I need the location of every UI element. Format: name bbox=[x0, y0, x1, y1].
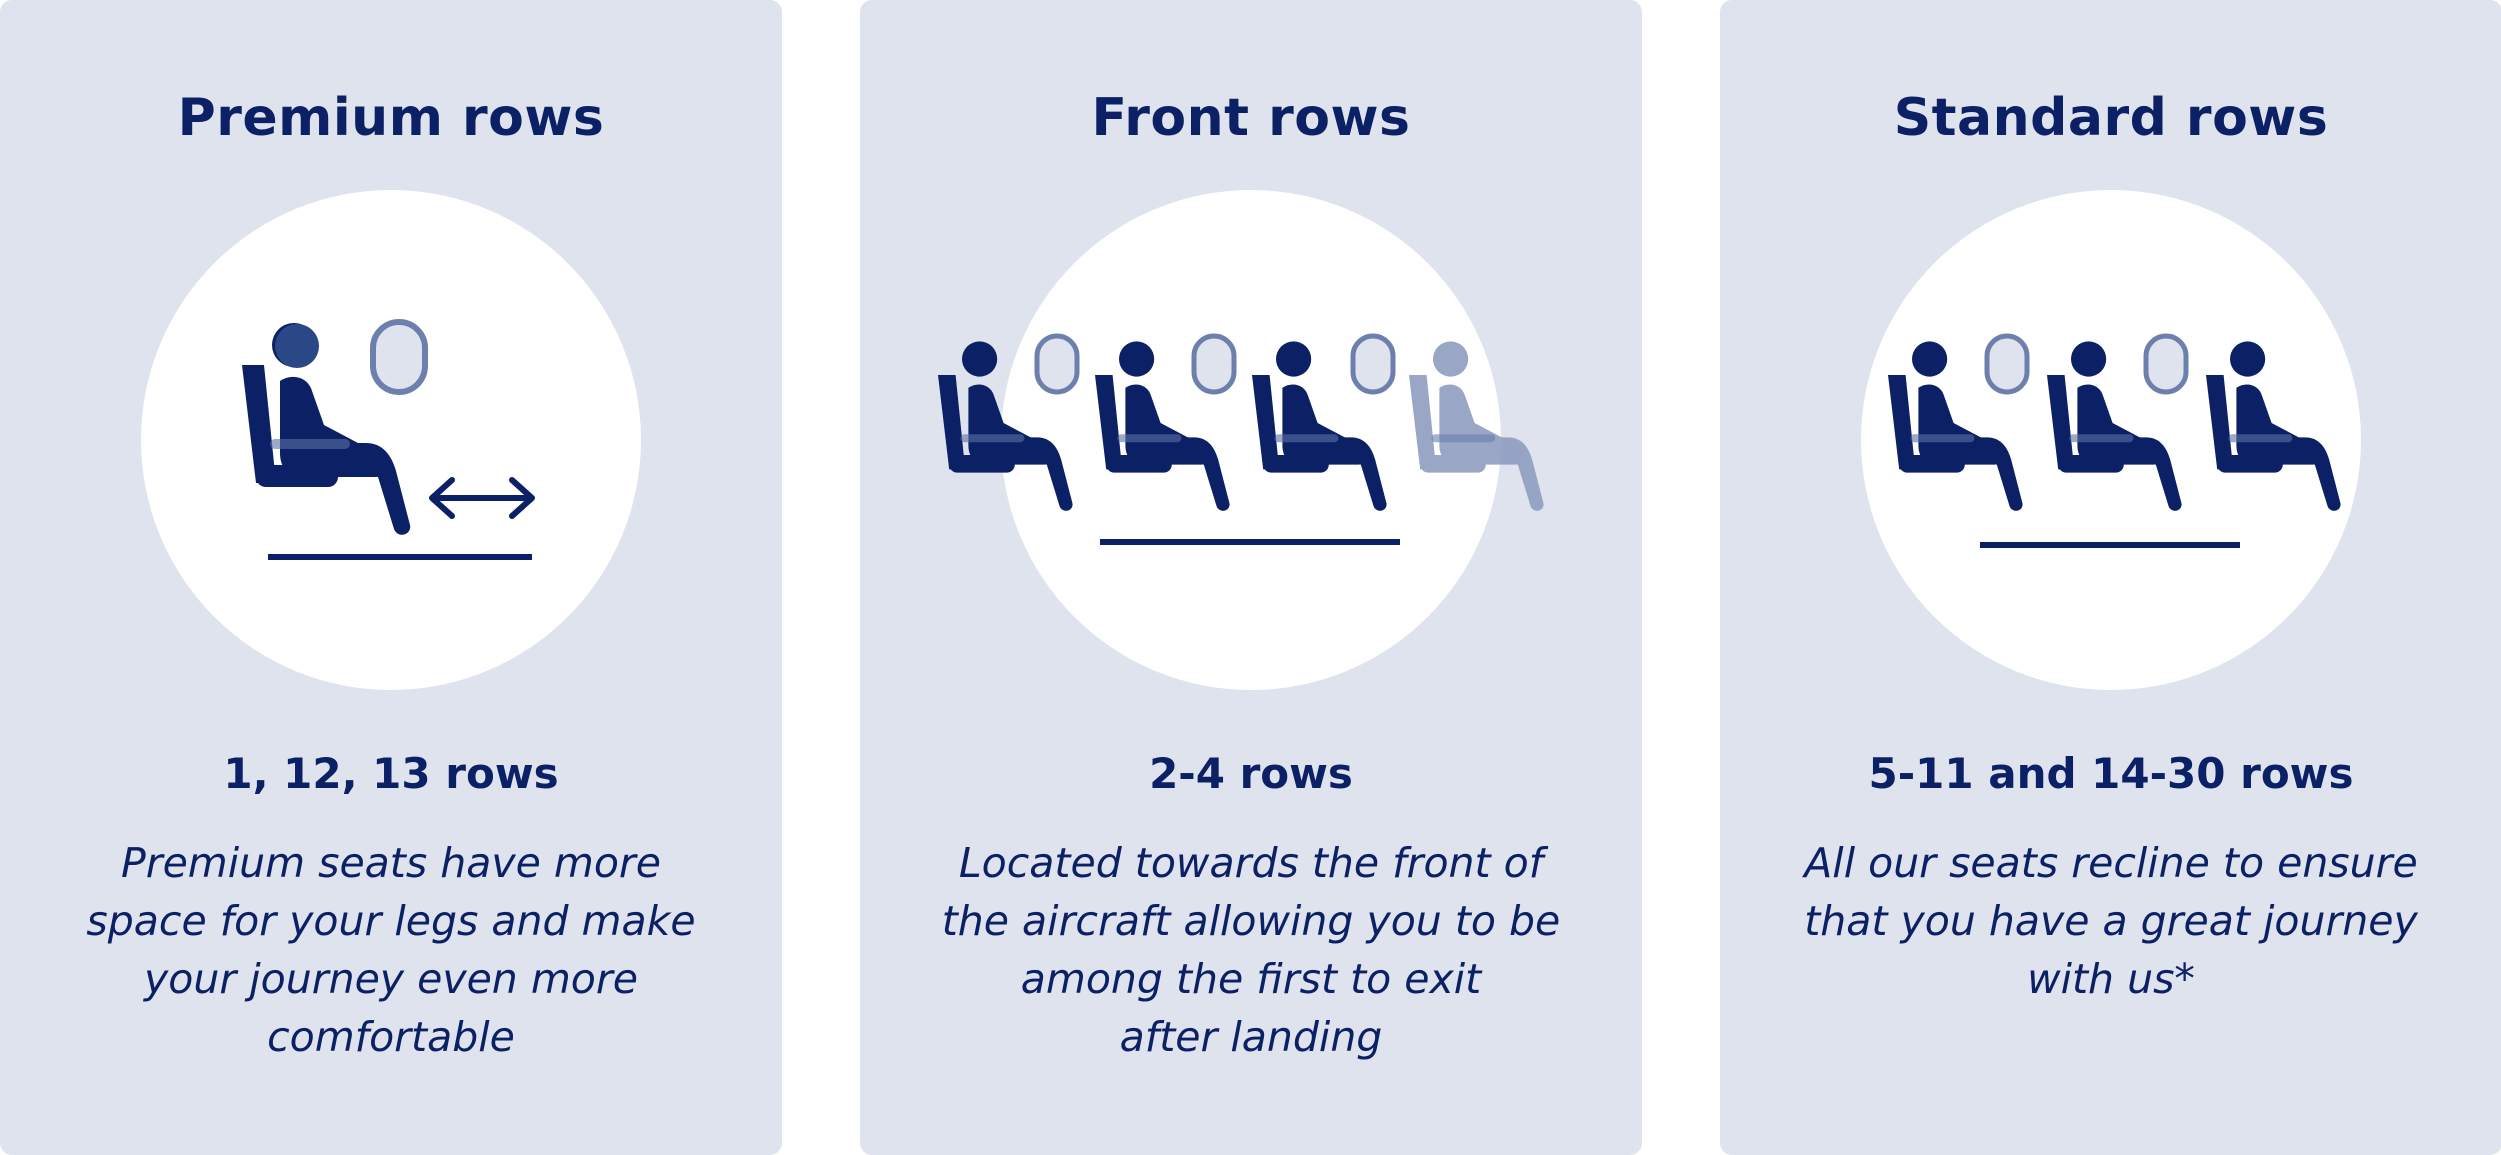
card-description: Located towards the front of the aircraf… bbox=[941, 839, 1561, 1061]
illustration-circle bbox=[1001, 190, 1501, 690]
premium-rows-card: Premium rows 1, 12, 13 rows Premium seat… bbox=[0, 0, 782, 1155]
row-numbers: 2-4 rows bbox=[1149, 749, 1353, 798]
card-title: Premium rows bbox=[177, 88, 605, 148]
illustration-circle bbox=[141, 190, 641, 690]
card-description: All our seats recline to ensure that you… bbox=[1804, 839, 2418, 1003]
window-icon bbox=[2143, 333, 2189, 395]
card-description: Premium seats have more space for your l… bbox=[86, 839, 696, 1061]
front-rows-card: Front rows 2-4 rows Located towards the … bbox=[860, 0, 1642, 1155]
row-numbers: 5-11 and 14-30 rows bbox=[1868, 749, 2354, 798]
standard-rows-card: Standard rows 5-11 and 14-30 rows All ou… bbox=[1720, 0, 2501, 1155]
front-seats-illustration bbox=[938, 190, 1544, 690]
row-numbers: 1, 12, 13 rows bbox=[223, 749, 559, 798]
window-icon bbox=[1034, 333, 1080, 395]
card-title: Standard rows bbox=[1893, 88, 2329, 148]
window-icon bbox=[1984, 333, 2030, 395]
card-title: Front rows bbox=[1091, 88, 1411, 148]
legroom-arrow-icon bbox=[429, 477, 535, 519]
window-icon bbox=[1191, 333, 1237, 395]
window-icon bbox=[1350, 333, 1396, 395]
window-icon bbox=[370, 319, 428, 395]
premium-seat-illustration bbox=[141, 190, 641, 690]
standard-seats-illustration bbox=[1861, 190, 2361, 690]
